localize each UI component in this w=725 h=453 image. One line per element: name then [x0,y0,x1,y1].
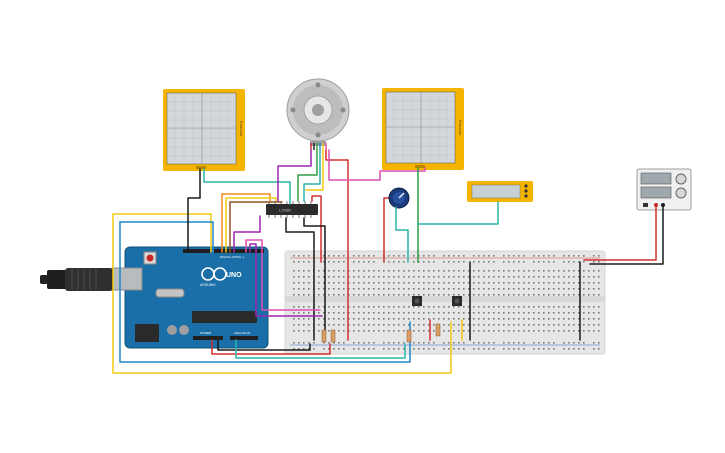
wire-yellow-motor[interactable] [305,149,324,191]
wire-red-driver-bb[interactable] [311,195,322,263]
wire-black-driver2[interactable] [303,217,326,341]
wire-teal-lcd[interactable] [417,201,499,225]
power-supply[interactable] [636,168,692,211]
analog-header-label: ANALOG IN [234,331,250,335]
wire-teal-pot[interactable] [395,206,409,263]
usb-cable-icon[interactable] [40,268,113,291]
wire-pink-arduino[interactable] [245,239,321,311]
resistors[interactable] [321,323,441,343]
wire-red-motor[interactable] [325,149,349,341]
arduino-model-label: UNO [226,272,242,279]
oscilloscope-left[interactable]: Tinkercad [163,89,245,171]
wire-pink-motor[interactable] [328,149,426,181]
wire-purple-arduino[interactable] [249,243,323,317]
breadboard[interactable] [284,250,606,355]
power-header-label: POWER [200,331,212,335]
breadboard-holes[interactable] [293,255,600,350]
wire-green-motor[interactable] [297,149,318,202]
wire-purple-motor[interactable] [277,149,312,202]
arduino-logo-text: ARDUINO [200,283,216,287]
wire-red-pot[interactable] [383,197,389,263]
arduino-uno-board[interactable]: UNO ARDUINO DIGITAL (PWM ~) POWER ANALOG… [111,246,269,349]
wire-teal-motor[interactable] [303,149,321,202]
wire-black-scope[interactable] [187,168,201,253]
oscilloscope-right[interactable]: Tinkercad [382,88,464,170]
oscilloscope-brand: Tinkercad [458,119,462,134]
wire-black-driver-bb[interactable] [285,217,315,341]
wire-purple-driver[interactable] [233,215,261,253]
wire-yellow-outer[interactable] [112,213,452,374]
chip-label: L293D [279,208,291,213]
oscilloscope-brand: Tinkercad [239,120,243,135]
wire-black-gnd[interactable] [217,339,311,351]
digital-header-label: DIGITAL (PWM ~) [220,255,244,259]
potentiometer-icon[interactable] [388,187,410,209]
wire-yellow-driver[interactable] [225,197,277,253]
wire-teal-scope-left[interactable] [203,168,291,205]
wire-blue-top[interactable] [119,221,214,253]
wire-red-psu[interactable] [583,206,657,261]
wire-black-psu[interactable] [589,206,664,265]
wires[interactable] [112,149,664,374]
push-button-1[interactable] [412,296,422,306]
wire-brown-driver[interactable] [229,201,283,253]
motor-driver-chip[interactable]: L293D [266,201,318,218]
push-button-2[interactable] [452,296,462,306]
wire-red-5v[interactable] [211,339,331,355]
lcd-display[interactable] [467,181,533,202]
wire-teal-analog[interactable] [235,339,406,359]
dc-motor-icon[interactable] [286,78,350,150]
wire-yellow-top[interactable] [112,213,212,253]
